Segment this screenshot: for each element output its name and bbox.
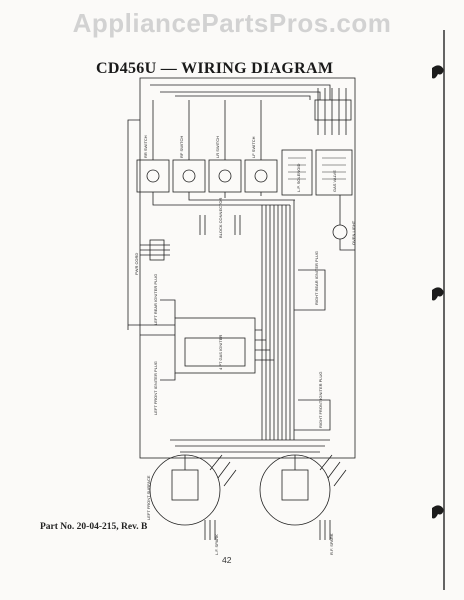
label-gas-valve: GAS VALVE (332, 170, 337, 192)
binding-mark-top (432, 65, 444, 79)
label-left-rear-igniter: LEFT REAR IGNITER PLUG (153, 274, 158, 325)
diagram-title: CD456U — WIRING DIAGRAM (96, 60, 334, 77)
binding-mark-middle (432, 287, 444, 301)
part-number: Part No. 20-04-215, Rev. B (40, 522, 148, 532)
label-lf-switch: LF SWITCH (251, 136, 256, 158)
label-right-front-igniter: RIGHT FRONT IGNITER PLUG (318, 371, 323, 428)
label-block-connector: BLOCK CONNECTOR (218, 198, 223, 238)
label-rr-switch: RR SWITCH (143, 135, 148, 158)
page-number: 42 (222, 555, 232, 565)
label-lr-switch: LR SWITCH (215, 136, 220, 158)
label-rf-spark: R.F. SPARK (329, 533, 334, 555)
watermark: AppliancePartsPros.com (72, 8, 392, 38)
label-oven-light: OVEN LIGHT (351, 220, 356, 245)
label-lp-solenoid: L.P. SOLENOID (296, 164, 301, 192)
label-power-cord: PWR CORD (134, 253, 139, 275)
binding-mark-bottom (432, 505, 444, 519)
label-oven-gas-igniter: 4 PT GAS IGNITER (218, 335, 223, 370)
label-right-rear-igniter: RIGHT REAR IGNITER PLUG (314, 251, 319, 305)
label-lf-spark: L.F. SPARK (214, 534, 219, 555)
main-wiring (127, 77, 356, 540)
label-left-front-igniter: LEFT FRONT IGNITER PLUG (153, 361, 158, 415)
label-left-front-surface: LEFT FRONT SURFACE (146, 475, 151, 520)
label-rf-switch: RF SWITCH (179, 136, 184, 158)
